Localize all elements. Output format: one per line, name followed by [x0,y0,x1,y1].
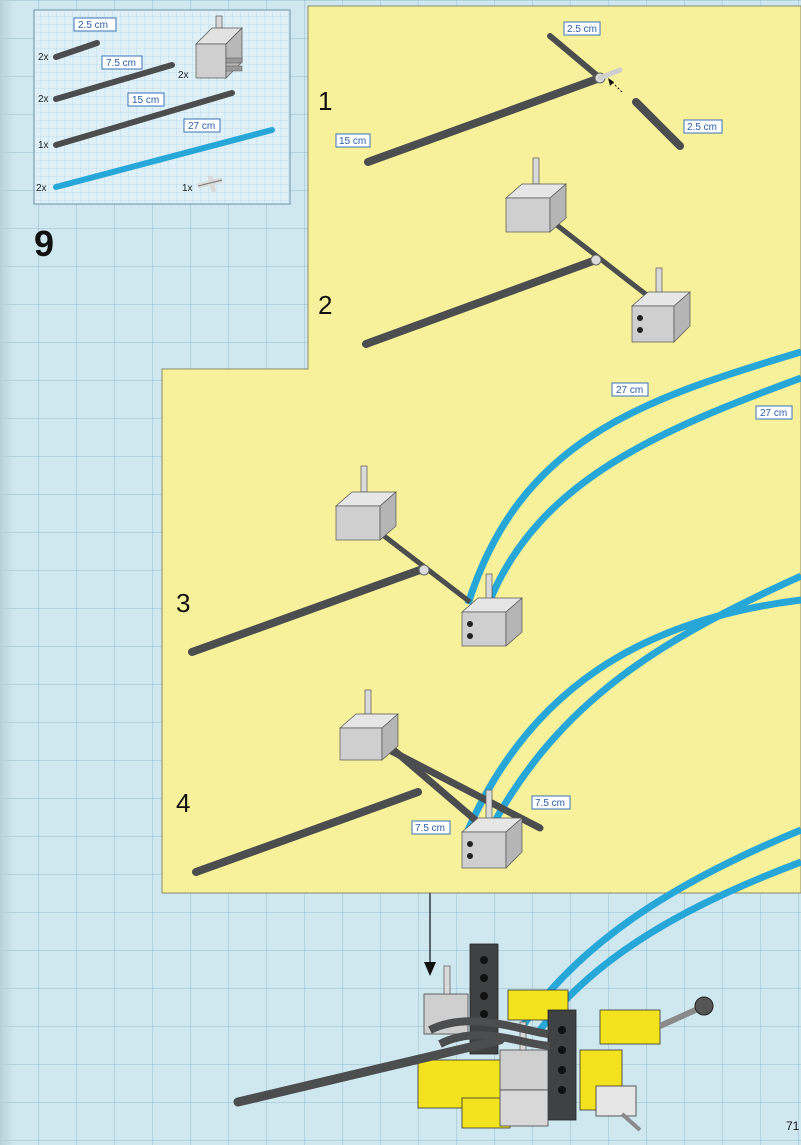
substep-3-illustration [188,348,801,656]
qty-rod-15cm: 1x [38,140,49,151]
substep-3-label-27cm-b: 27 cm [760,408,787,419]
part-valve-block-icon [195,15,243,79]
substep-number-4: 4 [176,788,190,818]
substep-3-label-27cm-a: 27 cm [616,385,643,396]
substep-1-illustration [364,33,684,166]
page-binding-shadow [0,0,14,1145]
step-number: 9 [34,223,54,264]
substep-1-label-15cm: 15 cm [339,136,366,147]
part-rod-15cm [53,90,235,148]
parts-label-2-5cm: 2.5 cm [78,20,108,31]
qty-rod-7-5cm: 2x [38,94,49,105]
substep-number-3: 3 [176,588,190,618]
substep-1-label-2-5cm-right: 2.5 cm [687,122,717,133]
step-panel-background [161,5,801,894]
part-hose-27cm [53,127,275,190]
final-assembly-illustration [233,826,801,1132]
part-rod-7-5cm [53,62,175,102]
page-number: 71 [786,1119,800,1133]
substep-2-illustration [362,157,691,348]
substep-4-label-7-5cm-left: 7.5 cm [415,823,445,834]
substep-1-label-2-5cm-top: 2.5 cm [567,24,597,35]
part-rod-2-5cm [53,40,100,60]
substep-number-2: 2 [318,290,332,320]
part-t-connector-icon [197,175,223,193]
substep-4-label-7-5cm-right: 7.5 cm [535,798,565,809]
parts-label-15cm: 15 cm [132,95,159,106]
substep-4-illustration [192,689,544,876]
qty-valve-block: 2x [178,70,189,81]
attach-arrow-icon [424,893,436,976]
parts-list-box [33,9,291,205]
qty-hose-27cm: 2x [36,183,47,194]
substep-number-1: 1 [318,86,332,116]
parts-label-27cm: 27 cm [188,121,215,132]
qty-rod-2-5cm: 2x [38,52,49,63]
parts-label-7-5cm: 7.5 cm [106,58,136,69]
qty-t-connector: 1x [182,183,193,194]
